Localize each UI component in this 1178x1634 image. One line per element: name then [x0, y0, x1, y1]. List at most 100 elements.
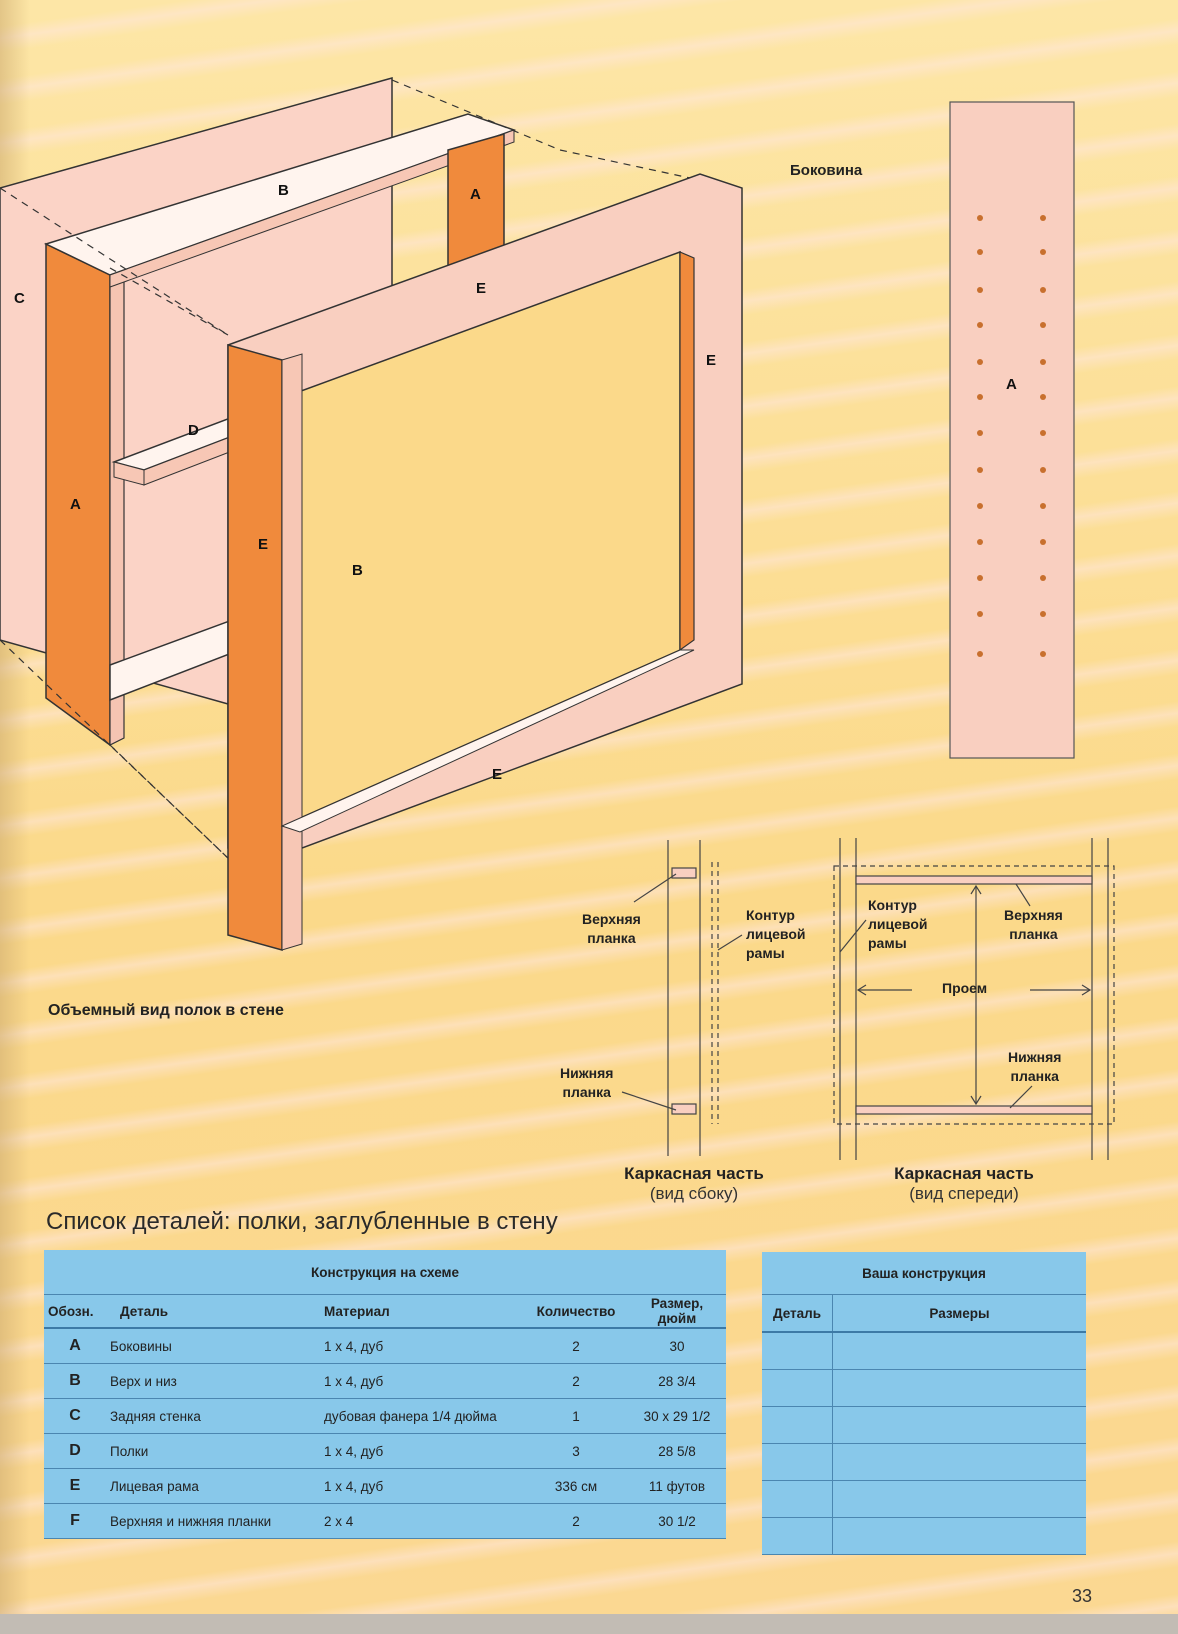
row-code: B [44, 1363, 106, 1399]
table-row: F Верхняя и нижняя планки 2 х 4 2 30 1/2 [44, 1503, 726, 1539]
row-code: C [44, 1398, 106, 1434]
own-cell-dims [832, 1369, 1086, 1407]
own-table-caption-row: Ваша конструкция [762, 1252, 1086, 1295]
own-cell-dims [832, 1517, 1086, 1555]
side-panel-a [949, 101, 1075, 759]
table-row [762, 1443, 1086, 1481]
label-a-left: A [70, 496, 81, 513]
row-qty: 3 [524, 1433, 628, 1469]
side-panel-title: Боковина [790, 162, 863, 179]
own-cell-dims [832, 1443, 1086, 1481]
own-cell-dims [832, 1406, 1086, 1444]
header-qty: Количество [524, 1294, 628, 1329]
header-code: Обозн. [44, 1294, 106, 1329]
front-view-caption-title: Каркасная часть [894, 1164, 1034, 1183]
row-material: 1 х 4, дуб [320, 1468, 524, 1504]
row-size: 30 х 29 1/2 [628, 1398, 726, 1434]
label-c: C [14, 290, 25, 307]
header-size: Размер, дюйм [628, 1294, 726, 1329]
frame-left-edge [227, 344, 283, 951]
own-cell-part [762, 1369, 833, 1407]
side-frame-contour-label: Контур лицевой рамы [746, 907, 806, 961]
own-header-dims: Размеры [832, 1294, 1086, 1333]
own-cell-part [762, 1406, 833, 1444]
parts-table-caption: Конструкция на схеме [44, 1250, 726, 1295]
side-lower-plank-label: Нижняя планка [560, 1065, 614, 1100]
row-size: 30 1/2 [628, 1503, 726, 1539]
iso-view-caption: Объемный вид полок в стене [48, 1002, 284, 1019]
table-row [762, 1480, 1086, 1518]
table-row [762, 1369, 1086, 1407]
row-qty: 2 [524, 1503, 628, 1539]
row-material: дубовая фанера 1/4 дюйма [320, 1398, 524, 1434]
label-e-top: E [476, 280, 487, 297]
table-row: D Полки 1 х 4, дуб 3 28 5/8 [44, 1433, 726, 1469]
label-b-bottom: B [352, 562, 363, 579]
parts-table-header: Обозн. Деталь Материал Количество Размер… [44, 1294, 726, 1329]
scan-bottom-strip [0, 1614, 1178, 1634]
table-row: A Боковины 1 х 4, дуб 2 30 [44, 1328, 726, 1364]
row-part: Лицевая рама [106, 1468, 320, 1504]
framing-side-view [621, 840, 743, 1156]
own-cell-part [762, 1443, 833, 1481]
row-part: Задняя стенка [106, 1398, 320, 1434]
row-qty: 336 см [524, 1468, 628, 1504]
parts-table-caption-row: Конструкция на схеме [44, 1250, 726, 1295]
row-code: F [44, 1503, 106, 1539]
table-row: E Лицевая рама 1 х 4, дуб 336 см 11 футо… [44, 1468, 726, 1504]
framing-front-view [833, 838, 1115, 1160]
own-cell-part [762, 1332, 833, 1370]
frame-inner-right [679, 251, 695, 652]
own-table-header: Деталь Размеры [762, 1294, 1086, 1333]
row-part: Боковины [106, 1328, 320, 1364]
parts-list-title: Список деталей: полки, заглубленные в ст… [46, 1208, 558, 1235]
row-part: Верхняя и нижняя планки [106, 1503, 320, 1539]
row-material: 1 х 4, дуб [320, 1328, 524, 1364]
front-upper-plank-label: Верхняя планка [1004, 907, 1063, 942]
own-header-part: Деталь [762, 1294, 833, 1333]
side-view-caption-sub: (вид сбоку) [649, 1184, 739, 1203]
shelf-pin-holes [977, 215, 1046, 657]
front-view-caption-sub: (вид спереди) [909, 1184, 1019, 1203]
face-frame-e [227, 173, 743, 951]
row-size: 30 [628, 1328, 726, 1364]
label-a-top: A [470, 186, 481, 203]
label-d: D [188, 422, 199, 439]
table-row [762, 1517, 1086, 1555]
side-view-caption-title: Каркасная часть [624, 1164, 764, 1183]
label-side-a: A [1006, 376, 1017, 393]
row-part: Верх и низ [106, 1363, 320, 1399]
side-upper-plank-label: Верхняя планка [582, 911, 641, 946]
row-material: 1 х 4, дуб [320, 1433, 524, 1469]
label-b-top: B [278, 182, 289, 199]
row-code: E [44, 1468, 106, 1504]
label-e-bottom: E [492, 766, 503, 783]
top-board-b-front [109, 129, 515, 288]
own-cell-part [762, 1480, 833, 1518]
label-e-right: E [706, 352, 717, 369]
own-cell-dims [832, 1332, 1086, 1370]
page-number: 33 [1071, 1586, 1092, 1606]
parts-table: Конструкция на схеме Обозн. Деталь Матер… [44, 1250, 726, 1539]
header-part: Деталь [106, 1294, 320, 1329]
row-part: Полки [106, 1433, 320, 1469]
left-side-a [45, 242, 111, 747]
own-cell-part [762, 1517, 833, 1555]
front-lower-plank-label: Нижняя планка [1008, 1049, 1062, 1084]
row-code: A [44, 1328, 106, 1364]
table-row: C Задняя стенка дубовая фанера 1/4 дюйма… [44, 1398, 726, 1434]
front-frame-contour-label: Контур лицевой рамы [868, 897, 928, 951]
table-row [762, 1406, 1086, 1444]
row-size: 11 футов [628, 1468, 726, 1504]
row-material: 2 х 4 [320, 1503, 524, 1539]
row-material: 1 х 4, дуб [320, 1363, 524, 1399]
own-cell-dims [832, 1480, 1086, 1518]
row-size: 28 5/8 [628, 1433, 726, 1469]
row-qty: 1 [524, 1398, 628, 1434]
table-row [762, 1332, 1086, 1370]
side-view-caption: Каркасная часть (вид сбоку) [574, 1164, 814, 1204]
row-qty: 2 [524, 1363, 628, 1399]
row-qty: 2 [524, 1328, 628, 1364]
row-size: 28 3/4 [628, 1363, 726, 1399]
